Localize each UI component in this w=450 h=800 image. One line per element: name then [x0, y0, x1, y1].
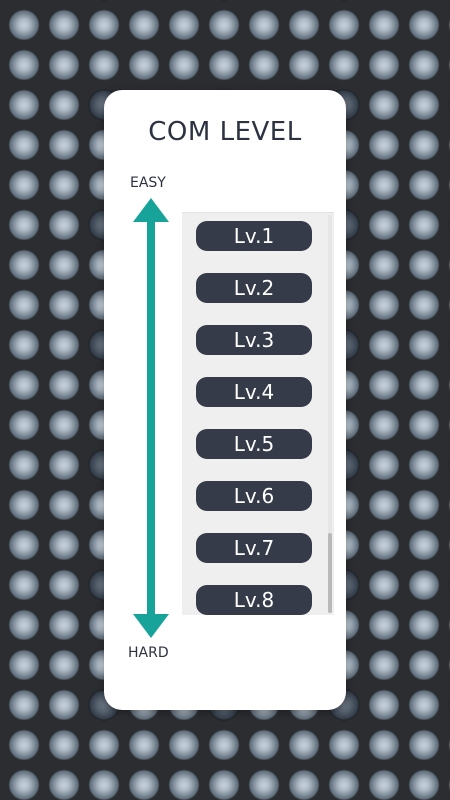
level-button-8[interactable]: Lv.8	[196, 585, 312, 615]
scrollbar-track[interactable]	[328, 215, 332, 613]
com-level-dialog: COM LEVEL EASY HARD Lv.1 Lv.2 Lv.3 Lv.4 …	[104, 90, 346, 710]
level-button-5[interactable]: Lv.5	[196, 429, 312, 459]
scrollbar-thumb[interactable]	[328, 533, 332, 613]
level-button-1[interactable]: Lv.1	[196, 221, 312, 251]
dialog-title: COM LEVEL	[148, 117, 302, 147]
level-button-2[interactable]: Lv.2	[196, 273, 312, 303]
easy-label: EASY	[130, 175, 166, 191]
hard-label: HARD	[128, 645, 169, 661]
level-list[interactable]: Lv.1 Lv.2 Lv.3 Lv.4 Lv.5 Lv.6 Lv.7 Lv.8	[182, 212, 334, 615]
level-button-4[interactable]: Lv.4	[196, 377, 312, 407]
level-button-6[interactable]: Lv.6	[196, 481, 312, 511]
difficulty-arrow-icon	[133, 198, 169, 638]
level-button-3[interactable]: Lv.3	[196, 325, 312, 355]
level-button-7[interactable]: Lv.7	[196, 533, 312, 563]
